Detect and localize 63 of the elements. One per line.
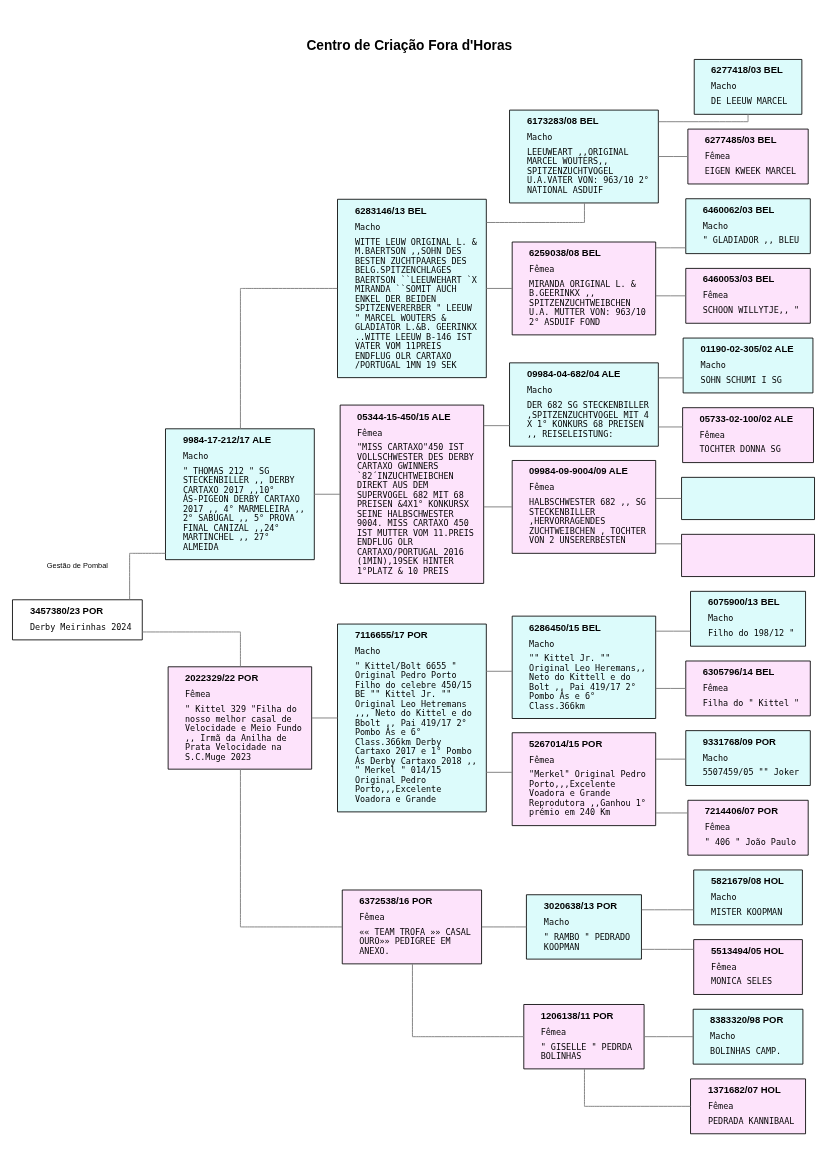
connector bbox=[641, 948, 694, 950]
node-box: 5513494/05 HOL Fêmea MONICA SELES bbox=[693, 938, 803, 995]
node-box: 5267014/15 POR Fêmea "Merkel" Original Pedro Porto,,,Excelente Voadora e Grande Reprodutora ,,Ganhou 1° prémio em 240 Km bbox=[511, 731, 657, 826]
node-box bbox=[681, 533, 815, 577]
node-box: 3457380/23 POR Derby Meirinhas 2024 bbox=[12, 598, 143, 640]
connector bbox=[658, 155, 689, 157]
node-box: 6075900/13 BEL Macho Filho do 198/12 " bbox=[690, 590, 806, 647]
connector bbox=[655, 687, 686, 689]
connector bbox=[658, 376, 684, 378]
node-box: 3020638/13 POR Macho " RAMBO " PEDRADO KOOPMAN bbox=[526, 893, 642, 960]
node-box: 6173283/08 BEL Macho LEEUWEART ,,ORIGINAL MARCEL WOUTERS,, SPITZENZUCHTVOGEL U.A.VATER VON: 963/10 2° NATIONAL ASDUIF bbox=[509, 109, 659, 203]
connector bbox=[239, 287, 338, 429]
connector bbox=[311, 717, 338, 718]
node-box: 6460053/03 BEL Fêmea SCHOON WILLYTJE,, " bbox=[685, 267, 811, 324]
connector bbox=[655, 542, 682, 544]
connector bbox=[481, 925, 527, 927]
node-box: 6277418/03 BEL Macho DE LEEUW MARCEL bbox=[693, 58, 803, 115]
node-box: 6460062/03 BEL Macho " GLADIADOR ,, BLEU bbox=[685, 197, 811, 254]
node-box: 8383320/98 POR Macho BOLINHAS CAMP. bbox=[692, 1008, 804, 1065]
node-box: 01190-02-305/02 ALE Macho SOHN SCHUMI I SG bbox=[682, 337, 814, 393]
connector bbox=[655, 758, 686, 760]
connector bbox=[239, 768, 343, 927]
connector bbox=[655, 294, 686, 296]
node-box: 1371682/07 HOL Fêmea PEDRADA KANNIBAAL bbox=[690, 1078, 806, 1134]
connector bbox=[485, 287, 513, 289]
connector bbox=[141, 631, 241, 667]
node-box: 1206138/11 POR Fêmea " GISELLE " PEDRDA BOLINHAS bbox=[523, 1003, 645, 1069]
diagram-title: Centro de Criação Fora d'Horas bbox=[306, 37, 513, 53]
node-box: 9984-17-212/17 ALE Macho " THOMAS 212 " SG STECKENBILLER ,, DERBY CARTAXO 2017 ,,10° ÁS-PIGEON DERBY CARTAXO 2017 ,, 4° MARMELEIRA ,, 2° SABUGAL ,, 5° PROVA FINAL CANIZAL ,,24° MARTINCHEL ,, 27° ALMEIDA bbox=[165, 427, 315, 560]
node-box: 5821679/08 HOL Macho MISTER KOOPMAN bbox=[693, 869, 803, 925]
connector bbox=[643, 1035, 694, 1037]
connector bbox=[485, 670, 513, 672]
node-box: 05344-15-450/15 ALE Fêmea "MISS CARTAXO"450 IST VOLLSCHWESTER DES DERBY CARTAXO GWINNERS `82´INZUCHTWEIBCHEN DIREKT AUS DEM SUPERVOGEL 682 MIT 68 PREISEN &4X1° KONKURSX SEINE HALBSCHWESTER 9004. MISS CARTAXO 450 IST MUTTER VOM 11.PREIS ENDFLUG OLR CARTAXO/PORTUGAL 2016 (1MIN),19SEK HINTER 1°PLATZ & 10 PREIS bbox=[339, 404, 485, 584]
node-box: 6305796/14 BEL Fêmea Filha do " Kittel " bbox=[685, 660, 811, 716]
connector bbox=[584, 1068, 691, 1107]
node-box: 6277485/03 BEL Fêmea EIGEN KWEEK MARCEL bbox=[687, 128, 809, 184]
connector bbox=[483, 424, 510, 426]
connector bbox=[486, 202, 585, 223]
connector bbox=[641, 908, 694, 910]
node-box: 7116655/17 POR Macho " Kittel/Bolt 6655 " Original Pedro Porto Filho do celebre 450/15 BE "" Kittel Jr. "" Original Leo Hetremans ,,, Neto do Kittel e do Bbolt ,, Pai 419/17 2° Pombo Ás e 6° Class.366km Derby Cartaxo 2017 e 1° Pombo Ás Derby Cartaxo 2018 ,, " Merkel " 014/15 Original Pedro Porto,,,Excelente Voadora e Grande bbox=[337, 623, 487, 812]
node-box: 05733-02-100/02 ALE Fêmea TOCHTER DONNA SG bbox=[682, 406, 814, 463]
label: Gestão de Pombal bbox=[46, 560, 108, 570]
connector bbox=[411, 963, 524, 1037]
connector bbox=[658, 113, 749, 122]
node-box: 6286450/15 BEL Macho "" Kittel Jr. "" Original Leo Heremans,, Neto do Kittell e do Bolt ,, Pai 419/17 2° Pombo Ás e 6° Class.366km bbox=[511, 615, 657, 719]
connector bbox=[655, 630, 691, 632]
node-box: 6259038/08 BEL Fêmea MIRANDA ORIGINAL L. & B.GEERINKX ,, SPITZENZUCHTWEIBCHEN U.A. MUTTER VON: 963/10 2° ASDUIF FOND bbox=[511, 241, 657, 335]
node-box: 09984-04-682/04 ALE Macho DER 682 SG STECKENBILLER ,SPITZENZUCHTVOGEL MIT 4 X 1° KONKURS 68 PREISEN ,, REISELEISTUNG: bbox=[509, 361, 659, 447]
node-box: 6283146/13 BEL Macho WITTE LEUW ORIGINAL L. & M.BAERTSON ,,SOHN DES BESTEN ZUCHTPAARES DES BELG.SPITZENCHLAGES BAERTSON ``LEEUWEHART `X MIRANDA ``SOMIT AUCH ENKEL DER BEIDEN SPITZENVERERBER " LEEUW " MARCEL WOUTERS & GLADIATOR L.&B. GEERINKX ..WITTE LEEUW B-146 IST VATER VOM 11PREIS ENDFLUG OLR CARTAXO /PORTUGAL 1MN 19 SEK bbox=[337, 198, 487, 378]
connector bbox=[129, 552, 166, 600]
node-box: 9331768/09 POR Macho 5507459/05 "" Joker bbox=[685, 729, 811, 786]
node-box: 09984-09-9004/09 ALE Fêmea HALBSCHWESTER 682 ,, SG STECKENBILLER ,HERVORRAGENDES ZUCHTWEIBCHEN , TOCHTER VON 2 UNSERERBESTEN bbox=[511, 459, 657, 554]
connector bbox=[655, 246, 686, 248]
connector bbox=[483, 505, 513, 507]
connector bbox=[313, 493, 341, 495]
node-box: 2022329/22 POR Fêmea " Kittel 329 "Filha do nosso melhor casal de Velocidade e Meio Fundo ,, Irmã da Anilha de Prata Velocidade na S.C.Muge 2023 bbox=[167, 665, 313, 770]
connector bbox=[658, 426, 684, 427]
node-box bbox=[681, 476, 815, 520]
node-box: 7214406/07 POR Fêmea " 406 " João Paulo bbox=[687, 799, 809, 856]
connector bbox=[655, 497, 682, 499]
connector bbox=[485, 771, 513, 773]
node-box: 6372538/16 POR Fêmea «« TEAM TROFA »» CASAL OURO»» PEDIGREE EM ANEXO. bbox=[341, 889, 482, 964]
connector bbox=[655, 811, 688, 813]
